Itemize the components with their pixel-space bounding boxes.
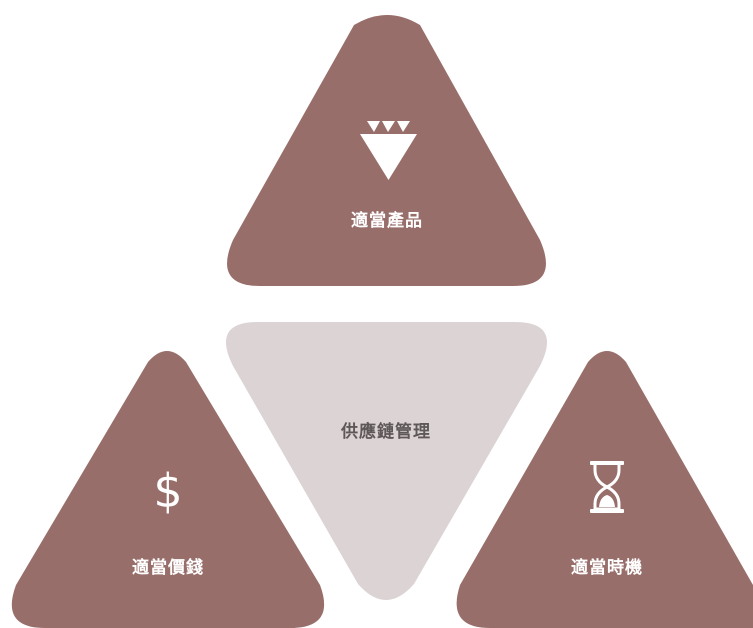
right-triangle-label: 適當時機 [571, 557, 643, 578]
left-triangle-label: 適當價錢 [132, 557, 204, 578]
dollar-icon: $ [153, 464, 182, 518]
left-triangle-group: $ 適當價錢 [11, 351, 325, 628]
center-triangle-group: 供應鏈管理 [225, 322, 548, 600]
left-triangle [11, 351, 325, 628]
diamond-icon [360, 121, 417, 180]
top-triangle-group: 適當產品 [227, 15, 546, 286]
center-triangle-label: 供應鏈管理 [340, 421, 431, 442]
top-triangle-label: 適當產品 [351, 210, 423, 231]
center-triangle [225, 322, 548, 600]
hourglass-icon [590, 461, 624, 513]
right-triangle-group: 適當時機 [456, 351, 753, 628]
